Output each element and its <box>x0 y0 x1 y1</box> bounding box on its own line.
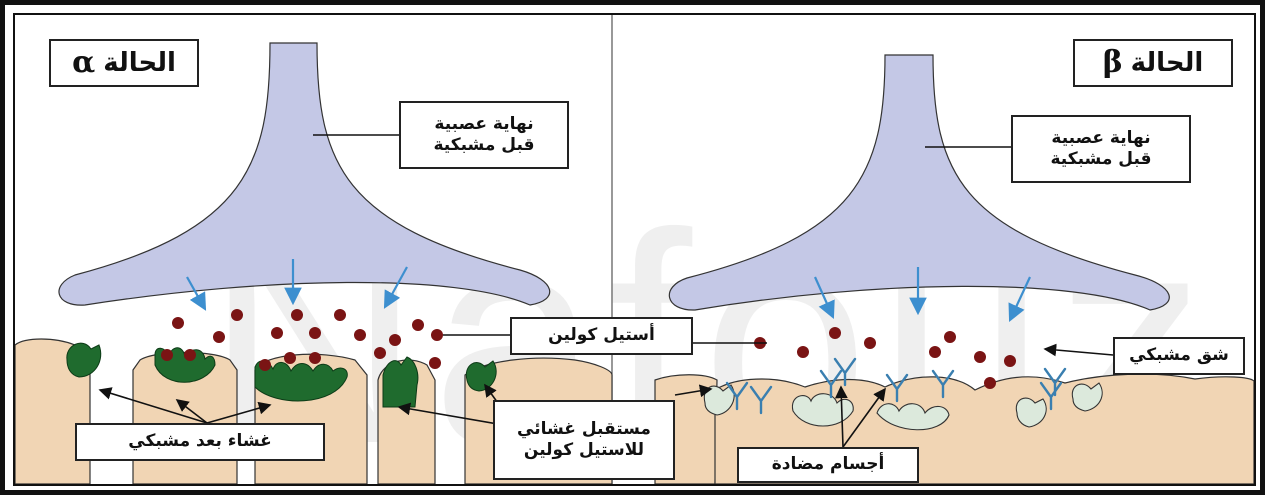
postsynaptic-membrane-label: غشاء بعد مشبكي <box>75 423 325 461</box>
beta-presynaptic-label: نهاية عصبية قبل مشبكية <box>1011 115 1191 183</box>
beta-acetylcholine-molecules <box>754 327 1016 389</box>
receptor-line1: مستقبل غشائي <box>517 419 651 440</box>
alpha-symbol: α <box>72 44 95 82</box>
acetylcholine-text: أستيل كولين <box>548 325 655 346</box>
alpha-presynaptic-line1: نهاية عصبية <box>434 114 533 135</box>
figure-inner-border: Nafouz <box>13 13 1256 486</box>
alpha-case-label: الحالة α <box>49 39 199 87</box>
antibodies-label: أجسام مضادة <box>737 447 919 483</box>
synaptic-cleft-label: شق مشبكي <box>1113 337 1245 375</box>
acetylcholine-label: أستيل كولين <box>510 317 693 355</box>
beta-presynaptic-line2: قبل مشبكية <box>1050 149 1151 170</box>
alpha-presynaptic-label: نهاية عصبية قبل مشبكية <box>399 101 569 169</box>
beta-symbol: β <box>1103 44 1123 82</box>
alpha-case-text: الحالة <box>103 47 176 80</box>
alpha-presynaptic-line2: قبل مشبكية <box>433 135 534 156</box>
beta-presynaptic-line1: نهاية عصبية <box>1051 128 1150 149</box>
receptor-label: مستقبل غشائي للاستيل كولين <box>493 400 675 480</box>
synaptic-cleft-text: شق مشبكي <box>1129 345 1229 366</box>
beta-case-text: الحالة <box>1131 47 1204 80</box>
antibodies-text: أجسام مضادة <box>772 454 885 475</box>
beta-case-label: الحالة β <box>1073 39 1233 87</box>
receptor-line2: للاستيل كولين <box>524 440 644 461</box>
postsynaptic-membrane-text: غشاء بعد مشبكي <box>128 431 271 452</box>
